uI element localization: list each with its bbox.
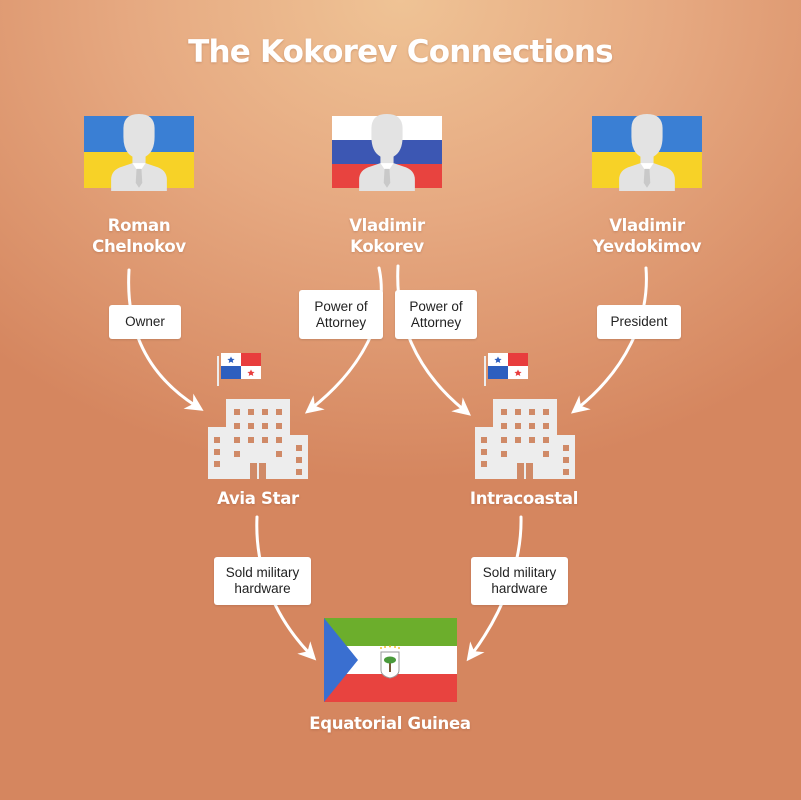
relation-sold-right-label: Sold military hardware xyxy=(471,557,568,605)
person-first-name: Vladimir xyxy=(349,216,425,235)
panama-flag-icon xyxy=(484,353,528,386)
person-last-name: Chelnokov xyxy=(92,237,186,256)
company-label-avia-star: Avia Star xyxy=(217,489,299,508)
relation-sold-left-label: Sold military hardware xyxy=(214,557,311,605)
diagram-title: The Kokorev Connections xyxy=(188,34,613,70)
coat-of-arms-icon xyxy=(380,645,400,679)
relation-poa-right-label: Power of Attorney xyxy=(395,290,477,339)
person-label-kokorev: Vladimir Kokorev xyxy=(317,215,457,257)
country-label-equatorial-guinea: Equatorial Guinea xyxy=(309,714,471,733)
relation-poa-left-label: Power of Attorney xyxy=(299,290,383,339)
relation-president-label: President xyxy=(597,305,681,339)
person-first-name: Vladimir xyxy=(609,216,685,235)
person-first-name: Roman xyxy=(107,216,171,235)
building-icon xyxy=(208,399,308,479)
panama-flag-icon xyxy=(217,353,261,386)
person-label-chelnokov: Roman Chelnokov xyxy=(69,215,209,257)
arrow-owner xyxy=(127,268,204,411)
arrow-poa-right xyxy=(396,264,471,416)
person-last-name: Kokorev xyxy=(350,237,424,256)
arrow-president xyxy=(571,266,648,414)
building-icon xyxy=(475,399,575,479)
equatorial-guinea-flag xyxy=(324,618,457,702)
person-label-yevdokimov: Vladimir Yevdokimov xyxy=(577,215,717,257)
person-last-name: Yevdokimov xyxy=(592,237,702,256)
company-label-intracoastal: Intracoastal xyxy=(469,489,579,508)
arrow-poa-left xyxy=(304,266,383,414)
relation-owner-label: Owner xyxy=(109,305,181,339)
